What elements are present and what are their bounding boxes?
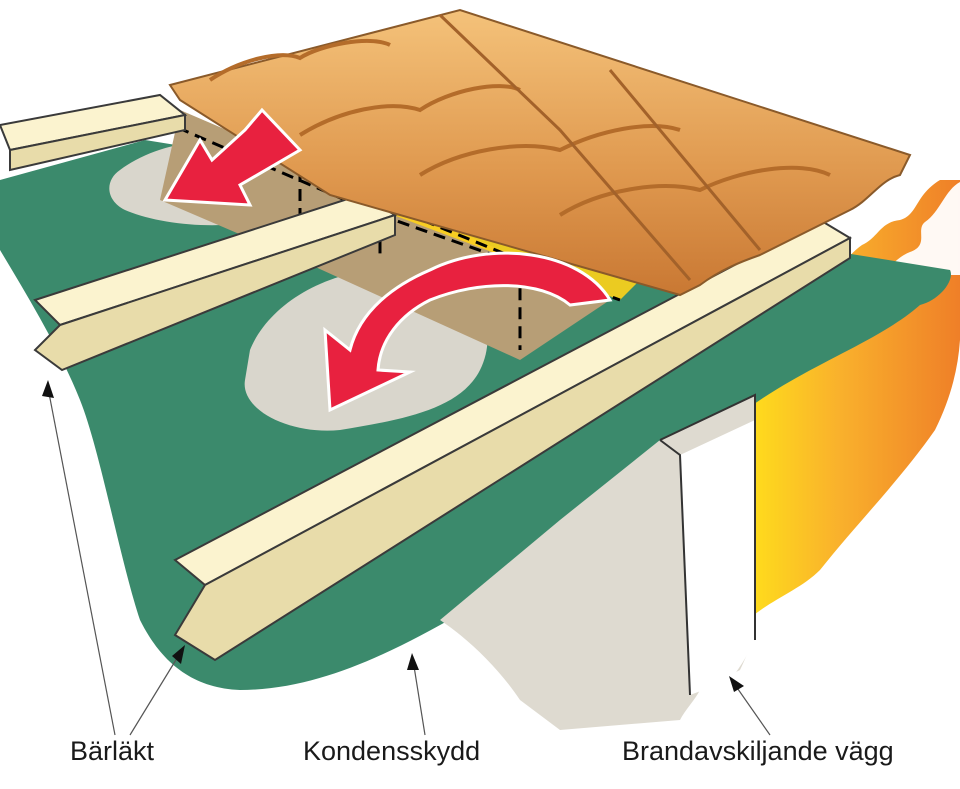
label-batten: Bärläkt	[70, 736, 154, 767]
pointer-arrow-icon	[729, 676, 770, 735]
label-firewall: Brandavskiljande vägg	[622, 736, 894, 767]
pointer-arrow-icon	[407, 653, 425, 735]
label-condensation-barrier: Kondensskydd	[303, 736, 480, 767]
pointer-arrow-icon	[130, 645, 185, 735]
